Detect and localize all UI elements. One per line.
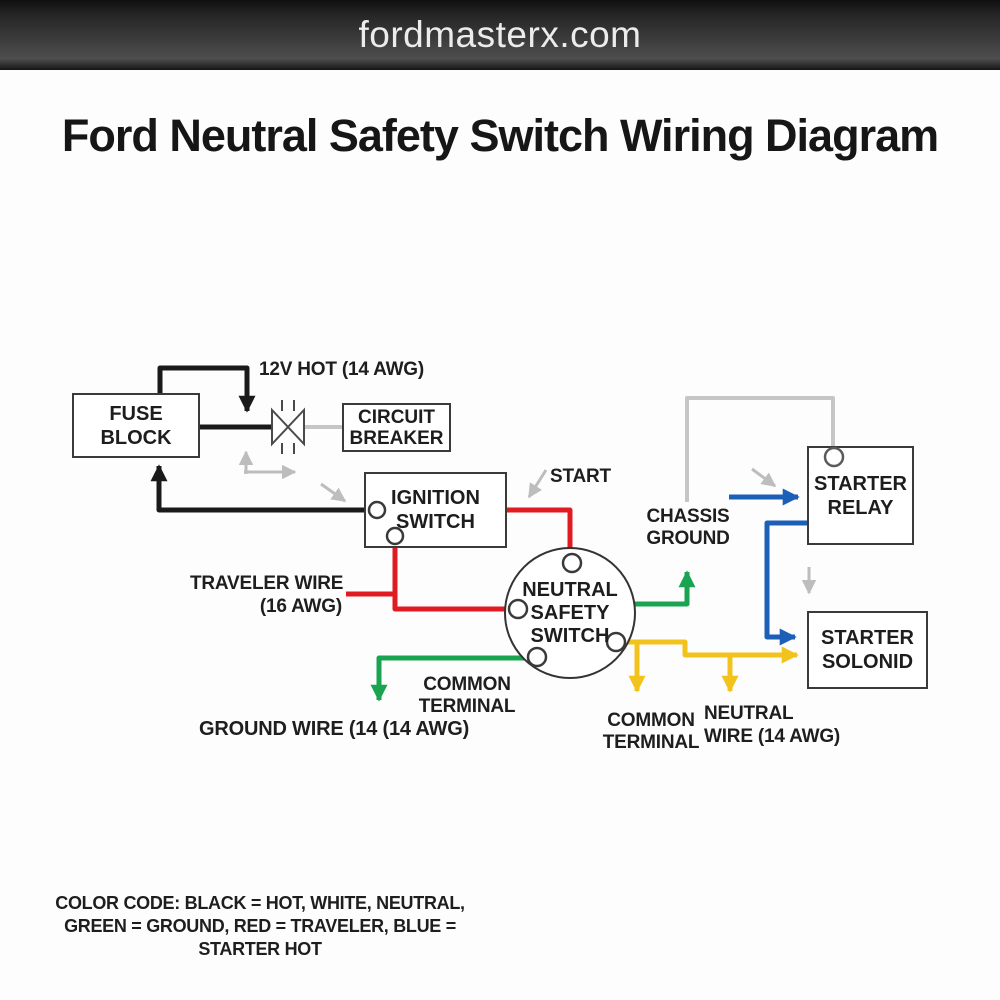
wire-12v-hot-black [157, 365, 256, 413]
fuse-block-label: FUSE BLOCK [100, 402, 172, 449]
label-12v-hot: 12V HOT (14 AWG) [259, 359, 425, 380]
label-ground-wire: GROUND WIRE (14 (14 AWG) [199, 718, 470, 740]
site-name: fordmasterx.com [358, 14, 642, 55]
nss-left-terminal [507, 598, 529, 620]
ignition-bottom-terminal [385, 526, 405, 546]
starter-relay-box [807, 446, 914, 545]
wire-ignition-feed-black [150, 464, 373, 513]
wire-neutral-yellow [621, 639, 799, 664]
label-neutral-wire-line1: NEUTRAL [704, 703, 794, 724]
page-title: Ford Neutral Safety Switch Wiring Diagra… [0, 103, 1000, 168]
wire-start-red [504, 507, 573, 557]
circuit-breaker-box [342, 403, 451, 452]
hint-arrow-start-icon [527, 469, 548, 499]
hint-arrow-relay-icon [751, 467, 777, 488]
site-header-bar: fordmasterx.com [0, 0, 1000, 70]
neutral-safety-switch-circle [504, 547, 636, 679]
relay-top-terminal [823, 446, 845, 468]
page-title-line1: Ford Neutral Safety Switch [61, 110, 610, 161]
wire-relay-solenoid-blue [764, 520, 810, 646]
label-traveler-wire-line1: TRAVELER WIRE [190, 573, 344, 594]
starter-solenoid-label: STARTER SOLONID [821, 627, 914, 673]
breaker-valve-icon [271, 400, 305, 454]
wire-chassis-ground-green [634, 570, 696, 607]
label-traveler-wire-line2: (16 AWG) [259, 596, 342, 617]
label-common-terminal-left: COMMON TERMINAL [418, 674, 516, 717]
wire-relay-top-gray [685, 396, 835, 502]
fuse-block-box [72, 393, 200, 458]
ignition-switch-label: IGNITION SWITCH [391, 487, 480, 533]
ignition-left-terminal [367, 500, 387, 520]
page-title-line2: Wiring Diagram [619, 110, 939, 161]
nss-right-terminal [605, 631, 627, 653]
label-start: START [550, 466, 611, 487]
starter-solenoid-box [807, 611, 928, 689]
starter-relay-label: STARTER RELAY [814, 472, 907, 519]
hint-arrow-ignition-icon [320, 482, 347, 503]
nss-top-terminal [561, 552, 583, 574]
label-traveler-wire: TRAVELER WIRE (16 AWG) [190, 572, 344, 618]
wire-traveler-red [392, 542, 512, 612]
circuit-breaker-label: CIRCUIT BREAKER [349, 406, 444, 449]
label-chassis-ground: CHASSIS GROUND [646, 506, 730, 549]
label-neutral-wire-line2: WIRE (14 AWG) [704, 726, 841, 747]
color-code-line2: GREEN = GROUND, RED = TRAVELER, BLUE = S… [64, 916, 456, 959]
color-code-line1: COLOR CODE: BLACK = HOT, WHITE, NEUTRAL, [55, 893, 465, 913]
nss-bottom-terminal [526, 646, 548, 668]
neutral-safety-switch-label: NEUTRAL SAFETY SWITCH [522, 578, 618, 647]
wire-ground-green [370, 655, 533, 702]
label-common-terminal-bottom: COMMON TERMINAL [602, 710, 700, 753]
color-code-legend: COLOR CODE: BLACK = HOT, WHITE, NEUTRAL,… [25, 892, 495, 961]
label-neutral-wire: NEUTRAL WIRE (14 AWG) [704, 702, 840, 748]
